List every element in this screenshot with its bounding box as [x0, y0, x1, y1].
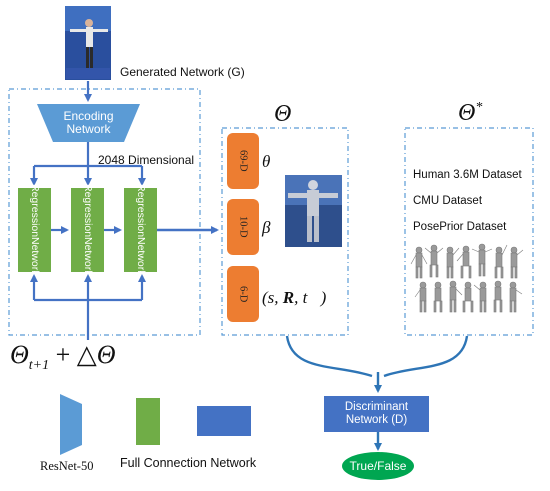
regression-2-line1: Regression — [82, 184, 94, 238]
discriminant-label-line2: Network (D) — [345, 414, 408, 426]
regression-3-line2: Network — [135, 237, 147, 276]
discriminant-label-line1: Discriminant — [344, 401, 409, 413]
input-photo — [65, 6, 111, 80]
curve-theta-to-discriminator — [285, 335, 373, 378]
param-10d-label: 10-D — [237, 216, 249, 238]
regression-3-line1: Regression — [135, 184, 147, 238]
discriminant-network — [324, 396, 429, 432]
theta-vector-symbol: θ⃗ — [262, 152, 284, 171]
encoding-network-label: Encoding Network — [37, 110, 140, 136]
camera-params-symbol: (s, R, t⃗) — [262, 288, 327, 307]
legend-resnet-shape — [60, 394, 82, 455]
generator-box — [8, 88, 201, 336]
theta-star-box — [404, 127, 534, 336]
dataset-human36m: Human 3.6M Dataset — [413, 169, 522, 181]
legend-fc-shape-blue — [197, 406, 251, 436]
discriminant-network-label: Discriminant Network (D) — [324, 401, 429, 427]
regression-2-line2: Network — [82, 237, 94, 276]
param-6d-label: 6-D — [237, 285, 249, 303]
param-box-10d — [227, 199, 259, 255]
regression-network-2 — [71, 188, 104, 272]
theta-title: Θ — [274, 101, 292, 127]
regression-1-line2: Network — [29, 237, 41, 276]
param-box-69d — [227, 133, 259, 189]
update-formula: Θt+1 + △Θ — [10, 340, 116, 374]
feature-dim-label: 2048 Dimensional — [98, 153, 195, 167]
regression-network-1 — [18, 188, 51, 272]
theta-box — [221, 127, 349, 336]
param-69d-label: 69-D — [237, 150, 249, 172]
output-label: True/False — [349, 459, 407, 473]
beta-vector-symbol: β⃗ — [262, 218, 284, 237]
encoding-network — [37, 104, 140, 142]
legend-resnet-label: ResNet-50 — [40, 459, 94, 473]
mesh-render — [285, 175, 342, 247]
feedback-lines — [34, 298, 142, 340]
output-ellipse — [342, 452, 414, 480]
dataset-cmu: CMU Dataset — [413, 195, 483, 207]
theta-star-title: Θ* — [458, 100, 483, 126]
pose-samples — [410, 243, 524, 313]
encoding-label-line1: Encoding — [63, 109, 114, 123]
legend-fc-shape-green — [136, 398, 160, 445]
generated-network-label: Generated Network (G) — [120, 65, 245, 79]
legend-fc-label: Full Connection Network — [120, 456, 257, 470]
encoding-label-line2: Network — [66, 122, 111, 136]
curve-theta-star-to-discriminator — [383, 335, 469, 378]
regression-network-3 — [124, 188, 157, 272]
param-box-6d — [227, 266, 259, 322]
regression-1-line1: Regression — [29, 184, 41, 238]
dataset-poseprior: PosePrior Dataset — [413, 221, 507, 233]
